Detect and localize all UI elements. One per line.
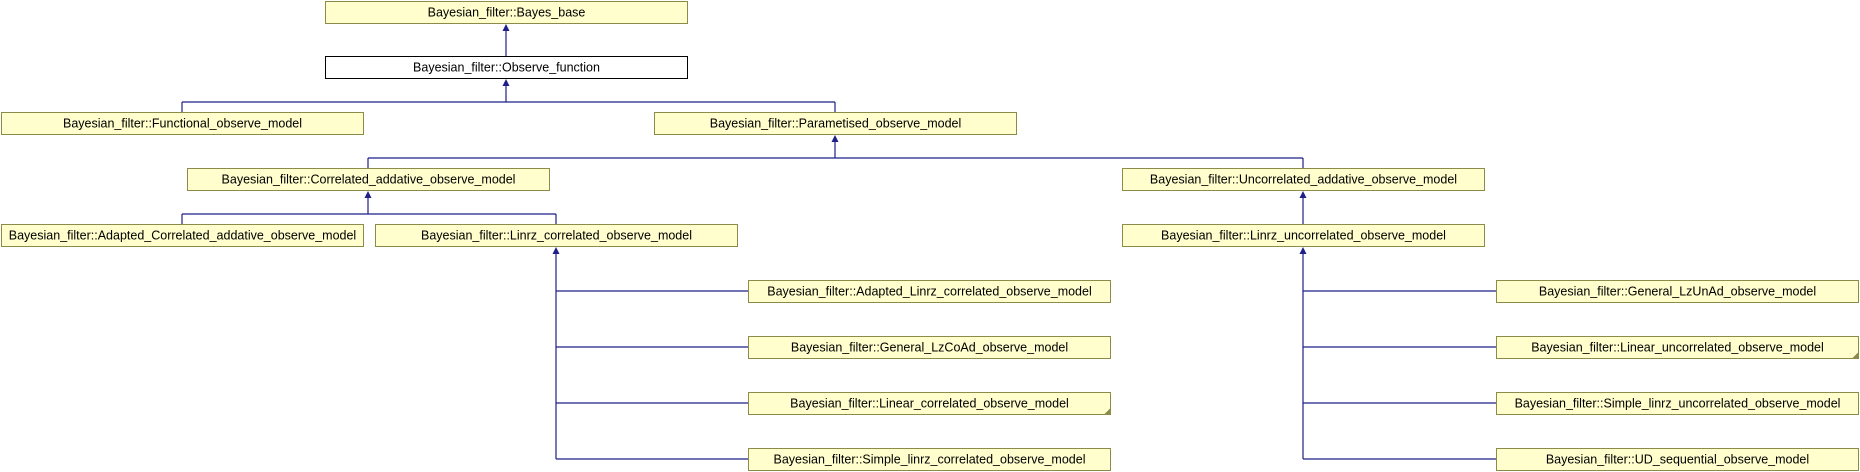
class-label: Bayesian_filter::Correlated_addative_obs… [222,172,516,186]
class-node-general-lzunad-observe-model[interactable]: Bayesian_filter::General_LzUnAd_observe_… [1496,280,1859,303]
class-node-uncorrelated-addative-observe-model[interactable]: Bayesian_filter::Uncorrelated_addative_o… [1122,168,1485,191]
arrowhead-uncorrelated_addative_observe_model [1299,191,1307,198]
class-box [1496,392,1859,415]
class-label: Bayesian_filter::UD_sequential_observe_m… [1546,452,1809,466]
class-label: Bayesian_filter::Functional_observe_mode… [63,116,302,130]
class-box [325,1,688,24]
class-node-bayes-base[interactable]: Bayesian_filter::Bayes_base [325,1,688,24]
class-node-linear-uncorrelated-observe-model[interactable]: Bayesian_filter::Linear_uncorrelated_obs… [1496,336,1859,359]
class-box [325,56,688,79]
class-box [654,112,1017,135]
more-subclasses-corner-icon [1852,352,1859,359]
class-node-adapted-linrz-correlated-observe-model[interactable]: Bayesian_filter::Adapted_Linrz_correlate… [748,280,1111,303]
class-label: Bayesian_filter::Simple_linrz_correlated… [774,452,1086,466]
class-box [1122,168,1485,191]
arrowhead-parametised_observe_model [831,135,839,142]
class-box [748,392,1111,415]
more-subclasses-corner-icon [1104,408,1111,415]
arrowhead-linrz_uncorrelated_observe_model [1299,247,1307,254]
class-node-simple-linrz-correlated-observe-model[interactable]: Bayesian_filter::Simple_linrz_correlated… [748,448,1111,471]
class-label: Bayesian_filter::Bayes_base [428,5,586,19]
class-label: Bayesian_filter::Linear_correlated_obser… [790,396,1069,410]
class-box [748,280,1111,303]
arrowhead-bayes_base [502,24,510,31]
class-box [1496,336,1859,359]
class-box [1,224,364,247]
class-box [187,168,550,191]
class-node-functional-observe-model[interactable]: Bayesian_filter::Functional_observe_mode… [1,112,364,135]
class-box [375,224,738,247]
class-label: Bayesian_filter::General_LzUnAd_observe_… [1539,284,1816,298]
arrowhead-correlated_addative_observe_model [364,191,372,198]
class-label: Bayesian_filter::General_LzCoAd_observe_… [791,340,1068,354]
edges-layer [181,24,1496,460]
arrowhead-observe_function [502,79,510,86]
class-box [1496,280,1859,303]
class-node-correlated-addative-observe-model[interactable]: Bayesian_filter::Correlated_addative_obs… [187,168,550,191]
arrowhead-linrz_correlated_observe_model [552,247,560,254]
class-box [1496,448,1859,471]
class-label: Bayesian_filter::Linrz_correlated_observ… [421,228,692,242]
class-node-ud-sequential-observe-model[interactable]: Bayesian_filter::UD_sequential_observe_m… [1496,448,1859,471]
class-box [748,336,1111,359]
class-node-linear-correlated-observe-model[interactable]: Bayesian_filter::Linear_correlated_obser… [748,392,1111,415]
class-label: Bayesian_filter::Observe_function [413,60,600,74]
class-label: Bayesian_filter::Simple_linrz_uncorrelat… [1515,396,1841,410]
class-node-linrz-uncorrelated-observe-model[interactable]: Bayesian_filter::Linrz_uncorrelated_obse… [1122,224,1485,247]
class-node-parametised-observe-model[interactable]: Bayesian_filter::Parametised_observe_mod… [654,112,1017,135]
class-label: Bayesian_filter::Uncorrelated_addative_o… [1150,172,1457,186]
class-label: Bayesian_filter::Parametised_observe_mod… [710,116,962,130]
class-node-adapted-correlated-addative-observe-model[interactable]: Bayesian_filter::Adapted_Correlated_adda… [1,224,364,247]
class-node-linrz-correlated-observe-model[interactable]: Bayesian_filter::Linrz_correlated_observ… [375,224,738,247]
class-box [1,112,364,135]
class-label: Bayesian_filter::Linear_uncorrelated_obs… [1531,340,1824,354]
class-box [1122,224,1485,247]
class-label: Bayesian_filter::Linrz_uncorrelated_obse… [1161,228,1446,242]
class-node-observe-function[interactable]: Bayesian_filter::Observe_function [325,56,688,79]
class-node-simple-linrz-uncorrelated-observe-model[interactable]: Bayesian_filter::Simple_linrz_uncorrelat… [1496,392,1859,415]
class-label: Bayesian_filter::Adapted_Correlated_adda… [9,228,356,242]
class-label: Bayesian_filter::Adapted_Linrz_correlate… [767,284,1092,298]
class-node-general-lzcoad-observe-model[interactable]: Bayesian_filter::General_LzCoAd_observe_… [748,336,1111,359]
class-box [748,448,1111,471]
